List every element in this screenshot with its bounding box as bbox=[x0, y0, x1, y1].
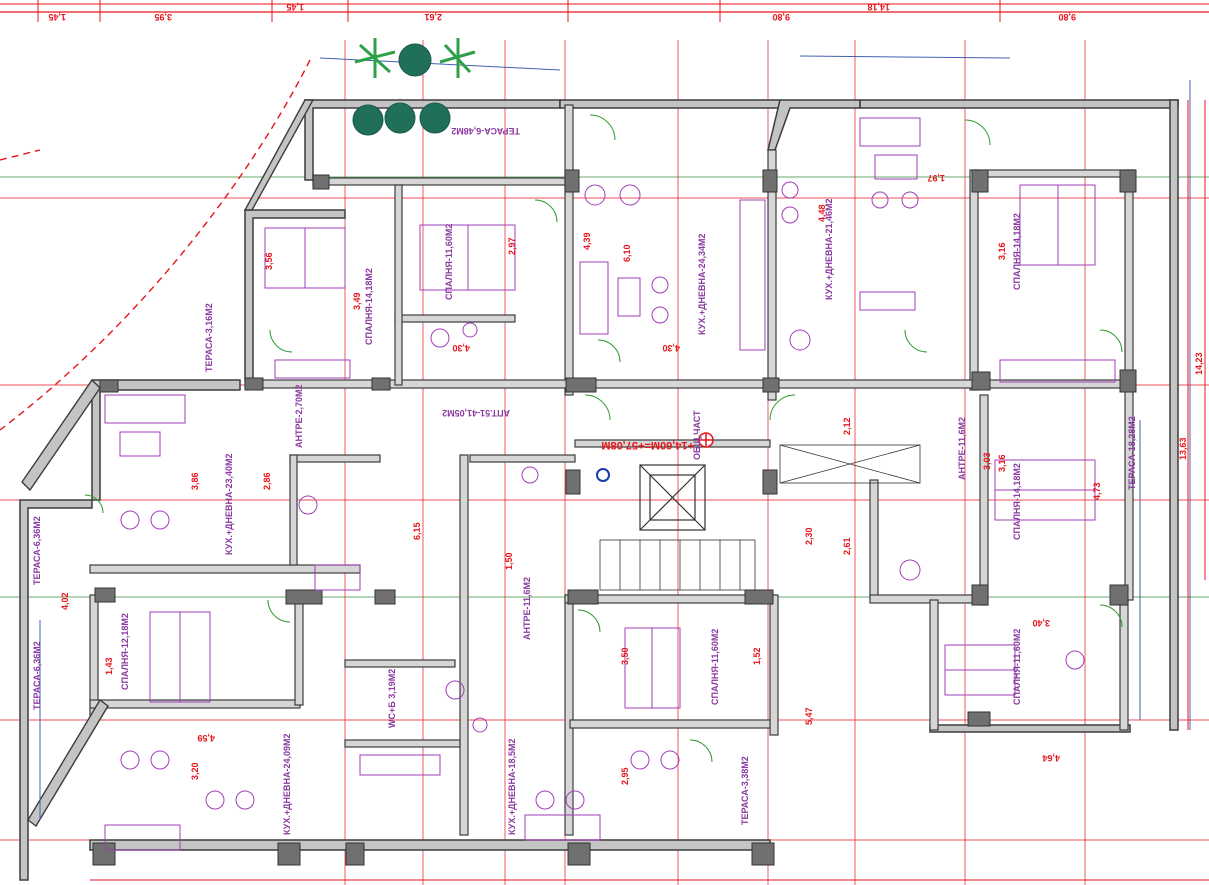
level-mark-text: +14,60M=+57,08M bbox=[601, 439, 694, 451]
top-dim-0: 1,45 bbox=[48, 12, 66, 22]
dim-17: 3,20 bbox=[190, 762, 200, 780]
door-swings bbox=[84, 114, 1123, 763]
interior-walls bbox=[89, 104, 1136, 836]
room-label-kitchen-living-left: КУХ.+ДНЕВНА-23,40М2 bbox=[224, 453, 234, 555]
dim-29: 1,50 bbox=[504, 552, 514, 570]
dim-13: 3,03 bbox=[982, 452, 992, 470]
dim-28: 1,52 bbox=[752, 647, 762, 665]
room-label-kitchen-living-bottom-mid: КУХ.+ДНЕВНА-18,5М2 bbox=[507, 738, 517, 835]
structural-columns bbox=[92, 169, 1137, 866]
room-label-terrace-bottom: ТЕРАСА-3,38М2 bbox=[740, 756, 750, 825]
room-label-terrace-top: ТЕРАСА-6,48М2 bbox=[451, 126, 520, 136]
inner-dimensions: 4,30 4,30 4,39 6,10 4,48 3,16 3,56 3,49 … bbox=[60, 173, 1102, 785]
dim-12: 6,15 bbox=[412, 522, 422, 540]
right-dimension-chain: 14,23 13,63 bbox=[1178, 100, 1206, 730]
room-label-bedroom-top-right: СПАЛНЯ-14,18М2 bbox=[1012, 213, 1022, 290]
top-dim-1: 3,95 bbox=[154, 12, 172, 22]
dim-2: 4,39 bbox=[582, 232, 592, 250]
room-label-kitchen-living-top-right: КУХ.+ДНЕВНА-21,46М2 bbox=[824, 198, 834, 300]
dim-22: 4,02 bbox=[60, 592, 70, 610]
room-label-bedroom-mid-lower: СПАЛНЯ-11,60М2 bbox=[710, 629, 720, 705]
dim-14: 4,73 bbox=[1092, 482, 1102, 500]
dim-4: 4,48 bbox=[817, 204, 827, 222]
dim-1: 4,30 bbox=[662, 343, 680, 353]
room-label-terrace-left-bottom: ТЕРАСА-6,36М2 bbox=[32, 641, 42, 710]
dim-18: 2,95 bbox=[620, 767, 630, 785]
dim-8: 2,97 bbox=[507, 237, 517, 255]
furniture bbox=[104, 117, 1116, 851]
right-dim-0: 14,23 bbox=[1194, 352, 1204, 375]
dim-15: 3,16 bbox=[997, 454, 1007, 472]
room-label-stair-hall: АПТ.51-41,05М2 bbox=[442, 408, 510, 418]
terrace-outline bbox=[0, 59, 311, 431]
dim-3: 6,10 bbox=[622, 244, 632, 262]
stairs bbox=[599, 444, 921, 591]
room-label-lobby: ОБЩ.ЧАСТ bbox=[692, 410, 702, 460]
dim-10: 3,86 bbox=[190, 472, 200, 490]
top-dim-4: 9,80 bbox=[772, 12, 790, 22]
elevator-shaft bbox=[639, 464, 706, 531]
dim-26: 2,12 bbox=[842, 417, 852, 435]
dim-19: 3,50 bbox=[620, 647, 630, 665]
top-dim-2: 1,45 bbox=[286, 2, 304, 12]
dim-9: 1,97 bbox=[927, 173, 945, 183]
room-label-bedroom-left-lower: СПАЛНЯ-12,18М2 bbox=[120, 613, 130, 690]
dim-0: 4,30 bbox=[452, 343, 470, 353]
room-label-corridor-left: АНТРЕ-2,70М2 bbox=[294, 384, 304, 448]
top-dim-5: 14,18 bbox=[867, 2, 890, 12]
top-dim-3: 2,61 bbox=[424, 12, 442, 22]
dim-5: 3,16 bbox=[997, 242, 1007, 260]
room-label-bedroom-top-mid: СПАЛНЯ-11,60М2 bbox=[444, 224, 454, 300]
room-label-wc-lower: WC+Б 3,19М2 bbox=[387, 669, 397, 728]
dim-23: 3,40 bbox=[1032, 618, 1050, 628]
room-label-terrace-left-lower: ТЕРАСА-6,36М2 bbox=[32, 516, 42, 585]
level-marker: +14,60M=+57,08M bbox=[596, 432, 714, 482]
diagonal-facade bbox=[21, 99, 315, 828]
room-label-terrace-left-upper: ТЕРАСА-3,16М2 bbox=[204, 303, 214, 372]
exterior-walls bbox=[19, 99, 1179, 881]
dim-6: 3,56 bbox=[264, 252, 274, 270]
plant-symbols bbox=[352, 38, 476, 136]
dim-16: 1,43 bbox=[104, 657, 114, 675]
room-label-bedroom-right: СПАЛНЯ-14,18М2 bbox=[1012, 463, 1022, 540]
dim-25: 2,61 bbox=[842, 537, 852, 555]
right-dim-1: 13,63 bbox=[1178, 437, 1188, 460]
dim-11: 2,86 bbox=[262, 472, 272, 490]
dim-20: 4,64 bbox=[1042, 753, 1060, 763]
room-label-bedroom-right-lower: СПАЛНЯ-11,60М2 bbox=[1012, 629, 1022, 705]
top-dim-6: 9,80 bbox=[1058, 12, 1076, 22]
dim-7: 3,49 bbox=[352, 292, 362, 310]
dim-27: 2,30 bbox=[804, 527, 814, 545]
dim-21: 5,47 bbox=[804, 707, 814, 725]
top-dimension-chain: 1,45 3,95 1,45 2,61 9,80 14,18 9,80 bbox=[0, 0, 1209, 22]
room-label-kitchen-living-top: КУХ.+ДНЕВНА-24,34М2 bbox=[697, 233, 707, 335]
dim-24: 4,59 bbox=[197, 733, 215, 743]
room-label-bedroom-top-left: СПАЛНЯ-14,18М2 bbox=[364, 268, 374, 345]
room-label-antre-right: АНТРЕ-11,6М2 bbox=[957, 417, 967, 480]
room-label-antre-mid: АНТРЕ-11,6М2 bbox=[522, 577, 532, 640]
room-labels: ТЕРАСА-6,48М2 СПАЛНЯ-14,18М2 СПАЛНЯ-11,6… bbox=[32, 126, 1137, 835]
room-label-kitchen-living-bottom-left: КУХ.+ДНЕВНА-24,09М2 bbox=[282, 733, 292, 835]
room-label-terrace-right: ТЕРАСА-18,28М2 bbox=[1127, 416, 1137, 490]
